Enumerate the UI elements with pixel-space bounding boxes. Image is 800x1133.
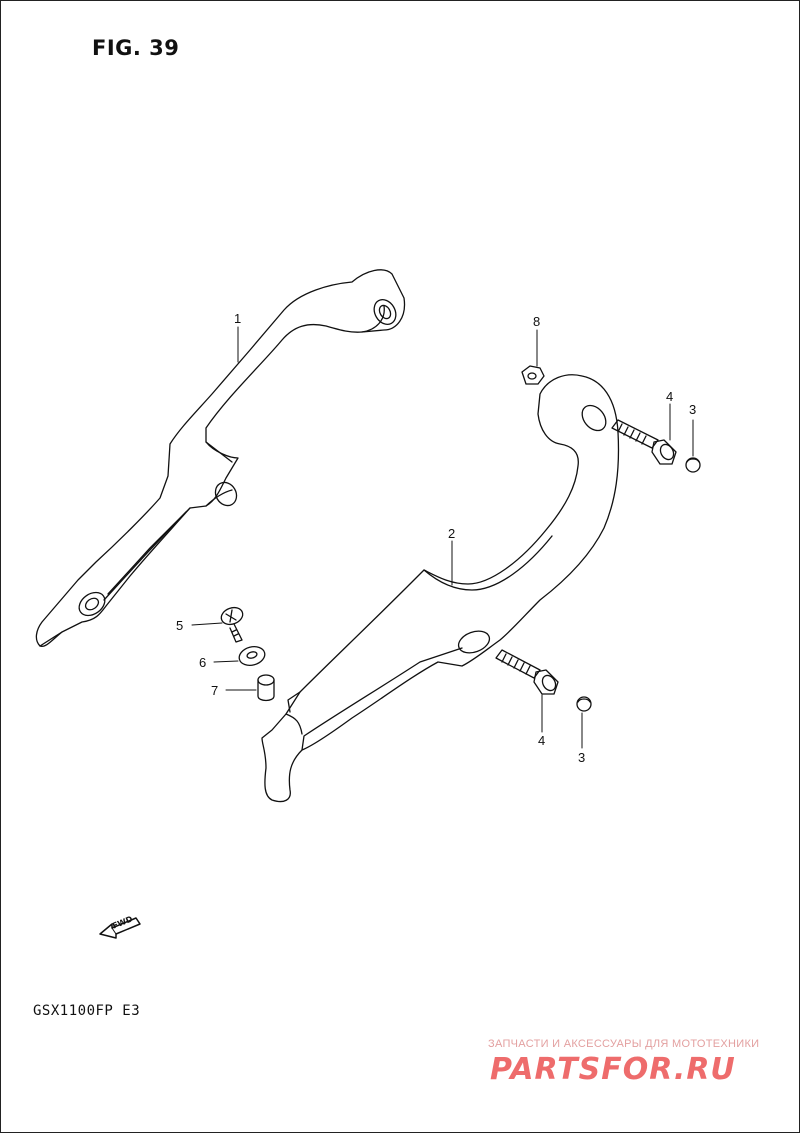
grab-rail-left	[35, 269, 406, 647]
watermark-logo: PARTSFOR.RU	[490, 1052, 736, 1087]
cap-upper	[685, 457, 701, 473]
leader-line-6	[213, 660, 239, 663]
callout-part-5: 5	[176, 618, 184, 633]
bolt-upper	[611, 419, 677, 465]
screw	[220, 606, 244, 643]
callout-part-1: 1	[234, 311, 242, 326]
washer	[238, 646, 266, 666]
callout-part-8: 8	[533, 314, 541, 329]
callout-part-4-lower: 4	[538, 733, 546, 748]
leader-line-5	[191, 622, 223, 626]
grab-rail-right	[261, 374, 620, 803]
collar	[257, 674, 275, 702]
callout-part-6: 6	[199, 655, 207, 670]
fwd-arrow-icon: FWD	[98, 912, 142, 947]
callout-part-4-upper: 4	[666, 389, 674, 404]
callout-part-7: 7	[211, 683, 219, 698]
callout-part-3-upper: 3	[689, 402, 697, 417]
model-code: GSX1100FP E3	[33, 1003, 141, 1019]
watermark-tagline: ЗАПЧАСТИ И АКСЕССУАРЫ ДЛЯ МОТОТЕХНИКИ	[488, 1038, 760, 1050]
cap-lower	[576, 696, 592, 712]
callout-part-3-lower: 3	[578, 750, 586, 765]
nut	[521, 365, 545, 385]
figure-title: FIG. 39	[92, 36, 180, 60]
callout-part-2: 2	[448, 526, 456, 541]
bolt-lower	[495, 649, 559, 695]
